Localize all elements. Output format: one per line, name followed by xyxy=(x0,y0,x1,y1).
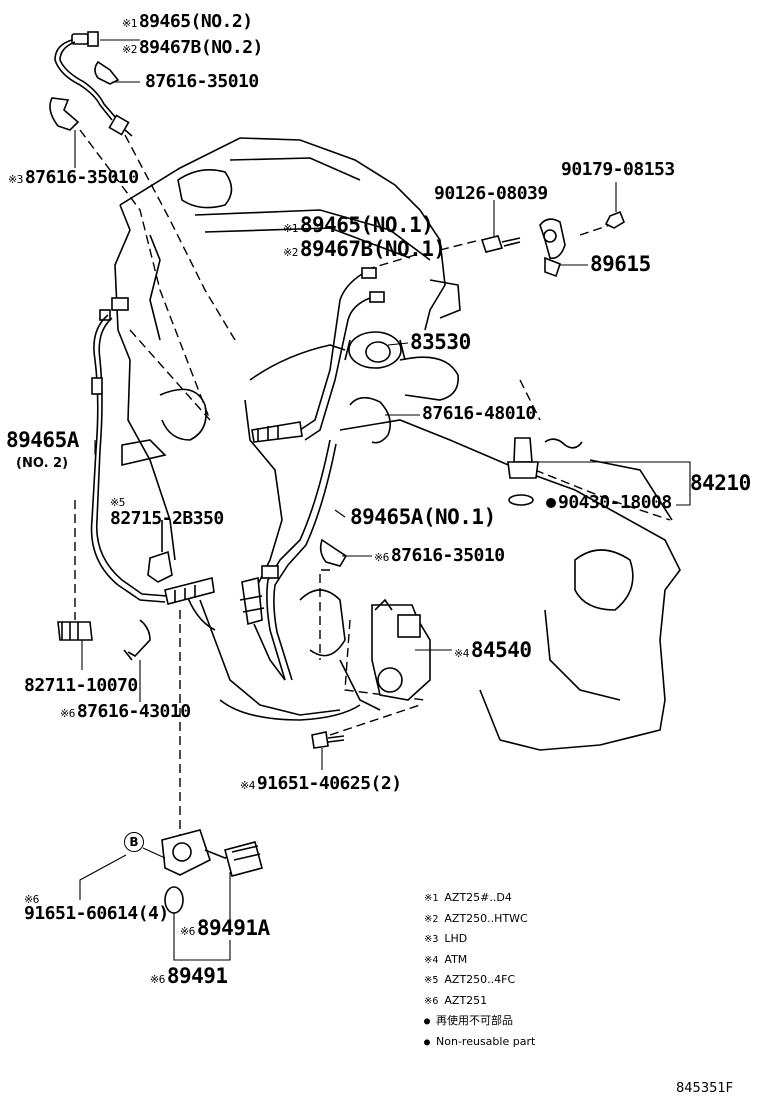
clip-82711 xyxy=(57,621,93,670)
bracket-82715 xyxy=(147,520,173,583)
oxygen-sensor-no2-upper xyxy=(54,31,133,137)
figure-code: 845351F xyxy=(676,1081,734,1096)
part-label-82715-2b350: 82715-2B350 xyxy=(110,508,224,529)
oxygen-sensor-no1 xyxy=(251,267,385,443)
part-label-90430-18008: 90430-18008 xyxy=(558,492,672,513)
sensor-89491 xyxy=(79,829,263,961)
part-label-89465a-no1: 89465A(NO.1) xyxy=(350,505,496,529)
engine-block-outline xyxy=(114,137,681,751)
bolt-and-cap-parts xyxy=(480,210,625,278)
legend-row-non-reusable-jp: ●再使用不可部品 xyxy=(424,1014,514,1027)
dashed-leaders xyxy=(74,129,671,860)
part-label-89615: 89615 xyxy=(590,252,651,276)
part-label-89465a-no2: (NO. 2) xyxy=(16,456,69,471)
part-label-87616-35010: 87616-35010 xyxy=(145,71,259,92)
part-label-89467b-no1: ※289467B(NO.1) xyxy=(283,237,446,261)
wire-clamp-top xyxy=(49,60,120,131)
part-label-89491a: ※689491A xyxy=(180,916,270,940)
part-label-84210: 84210 xyxy=(690,471,751,495)
switch-83530 xyxy=(344,331,406,369)
clip-87616-48010 xyxy=(349,396,391,444)
part-label-89491: ※689491 xyxy=(150,964,228,988)
neutral-start-switch-84540 xyxy=(371,598,431,701)
clamp-87616-35010-b xyxy=(319,538,348,567)
part-label-82711-10070: 82711-10070 xyxy=(24,675,138,696)
part-label-90126-08039: 90126-08039 xyxy=(434,183,548,204)
label-leaders xyxy=(74,39,617,651)
part-label-note-6: ※6 xyxy=(24,893,39,906)
part-label-89465-no1: ※189465(NO.1) xyxy=(283,213,434,237)
part-label-87616-48010: 87616-48010 xyxy=(422,403,536,424)
part-label-89465a: 89465A xyxy=(6,428,79,452)
part-label-83530: 83530 xyxy=(410,330,471,354)
sensor-84210 xyxy=(507,437,691,508)
clamp-87616-43010 xyxy=(123,619,151,702)
part-label-84540: ※484540 xyxy=(454,638,532,662)
part-label-91651-60614: 91651-60614(4) xyxy=(24,903,169,924)
oxygen-sensor-no2 xyxy=(90,297,215,605)
reference-marker-b: B xyxy=(124,832,144,852)
legend-row-non-reusable-en: ●Non-reusable part xyxy=(424,1034,536,1048)
part-label-90179-08153: 90179-08153 xyxy=(561,159,675,180)
part-label-note-5: ※5 xyxy=(110,496,125,509)
oxygen-sensor-no1-lower xyxy=(239,439,337,681)
bolt-91651-40625 xyxy=(311,731,345,770)
